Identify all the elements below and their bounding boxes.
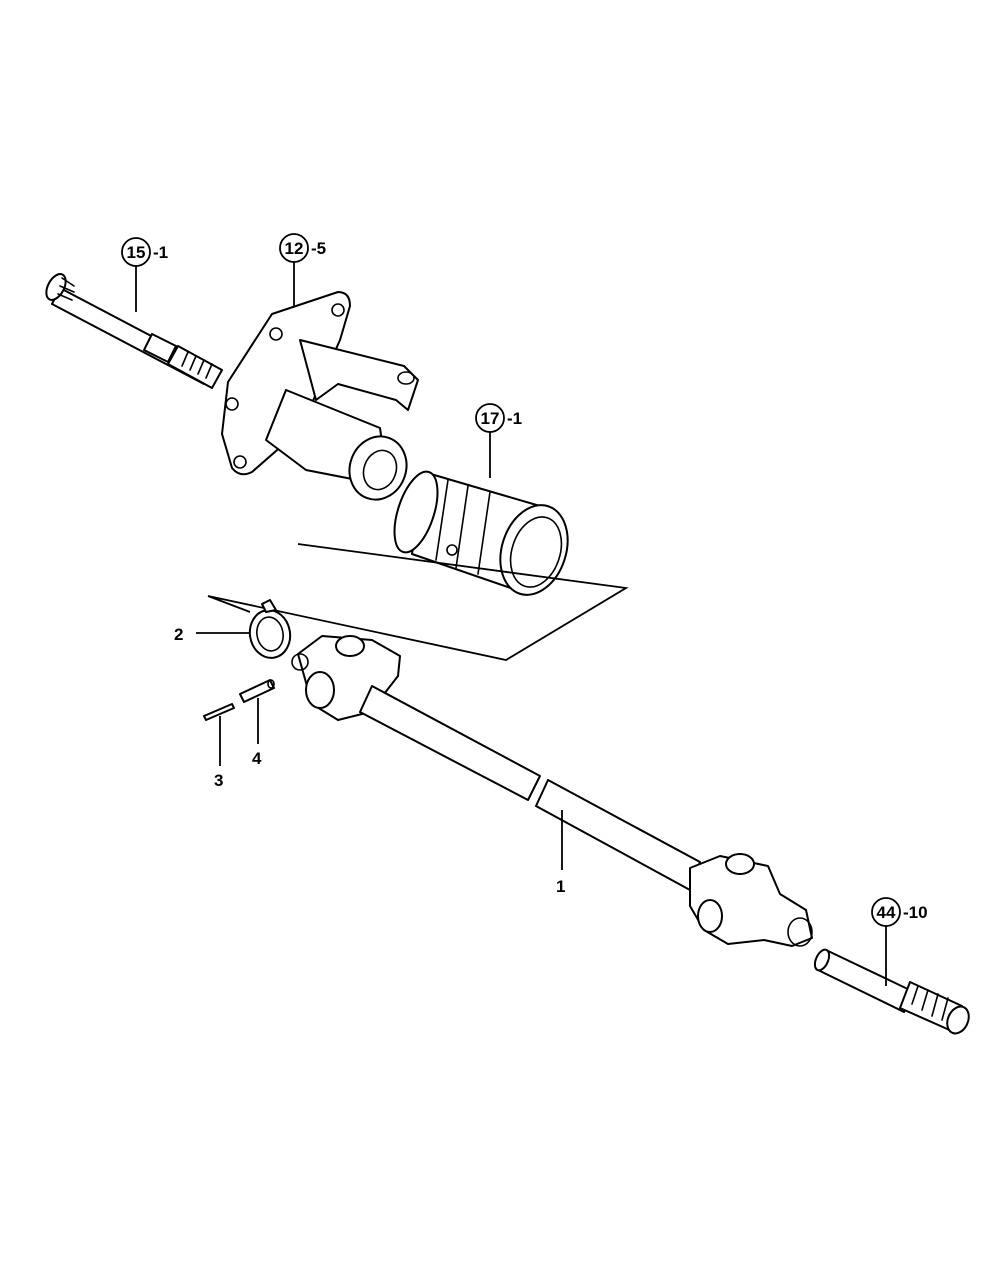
svg-text:-1: -1 — [153, 243, 168, 262]
input-shaft — [45, 273, 223, 389]
part-label-2: 2 — [174, 625, 183, 644]
pin-short — [239, 679, 275, 703]
callout-ref-44: 44 -10 — [871, 897, 928, 927]
sleeve — [393, 470, 569, 596]
svg-text:17: 17 — [481, 409, 500, 428]
part-label-4: 4 — [252, 749, 262, 768]
svg-text:12: 12 — [285, 239, 304, 258]
svg-text:-1: -1 — [507, 409, 522, 428]
callout-ref-15: 15 -1 — [121, 237, 168, 267]
output-shaft — [813, 948, 970, 1035]
svg-text:44: 44 — [877, 903, 896, 922]
part-label-1: 1 — [556, 877, 565, 896]
flange-housing — [221, 291, 419, 501]
part-label-3: 3 — [214, 771, 223, 790]
callout-ref-12: 12 -5 — [279, 233, 326, 263]
pin-long — [203, 703, 235, 721]
circlip — [248, 599, 292, 659]
callout-ref-17: 17 -1 — [475, 403, 522, 433]
drive-shaft — [291, 635, 813, 947]
assembly-outline — [207, 543, 629, 661]
svg-text:-10: -10 — [903, 903, 928, 922]
svg-text:15: 15 — [127, 243, 146, 262]
svg-text:-5: -5 — [311, 239, 326, 258]
